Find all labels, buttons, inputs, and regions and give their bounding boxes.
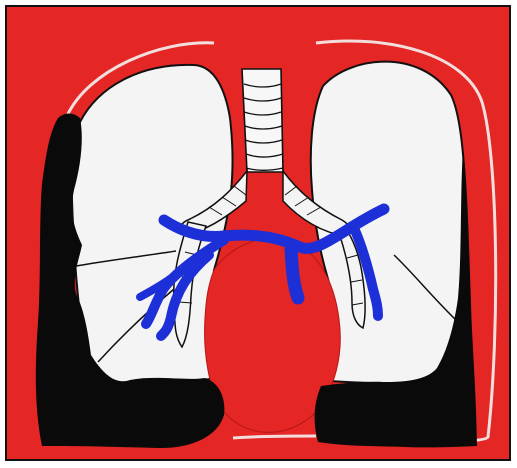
pulmonary-trunk — [291, 248, 298, 298]
